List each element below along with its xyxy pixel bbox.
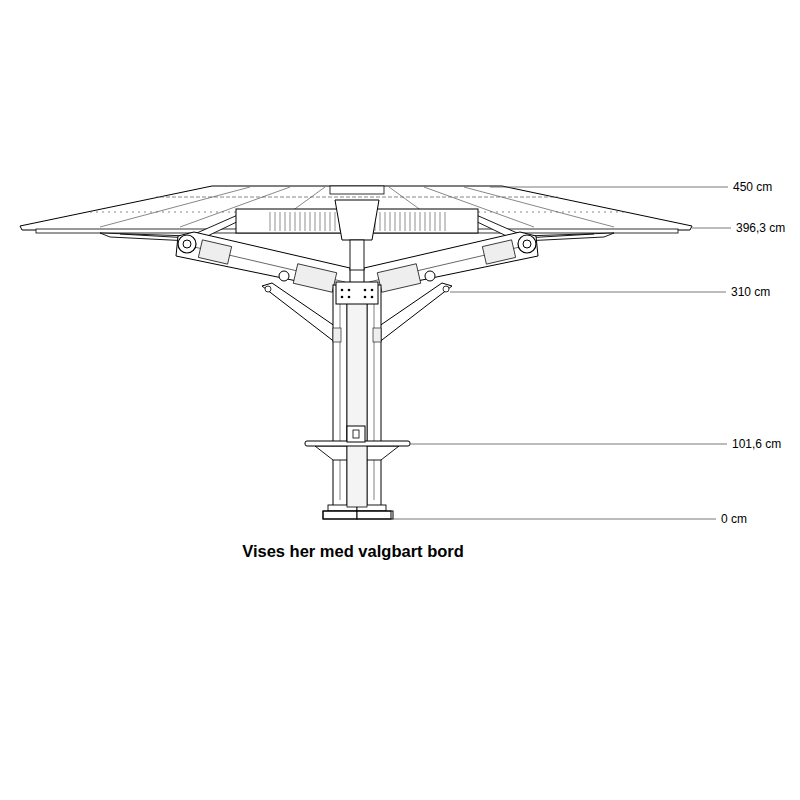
louver-slat <box>315 212 316 231</box>
louver-slat <box>405 212 406 231</box>
dimension-label: 0 cm <box>721 512 747 526</box>
leader-lines <box>490 187 728 188</box>
cap-bolts <box>364 296 367 299</box>
louver-slat <box>330 212 331 231</box>
louver-slat <box>400 212 401 231</box>
louver-slat <box>425 212 426 231</box>
louver-slat <box>290 212 291 231</box>
louver-slat <box>445 212 446 231</box>
cap-bolts <box>341 296 344 299</box>
louver-slat <box>430 212 431 231</box>
column-cap <box>336 282 378 304</box>
louver-slat <box>380 212 381 231</box>
cap-bolts <box>371 296 374 299</box>
cap-bolts <box>348 289 351 292</box>
louver-slat <box>410 212 411 231</box>
left-half <box>36 187 560 519</box>
louver-slat <box>305 212 306 231</box>
louver-slat <box>325 212 326 231</box>
dimension-label: 396,3 cm <box>736 221 785 235</box>
column-core <box>347 285 367 507</box>
louver-panel <box>330 186 384 194</box>
louver-slat <box>395 212 396 231</box>
dimension-label: 101,6 cm <box>732 437 781 451</box>
louver-slat <box>275 212 276 231</box>
leader-lines <box>410 444 727 445</box>
louver-panel <box>236 186 478 270</box>
cap-bolts <box>364 289 367 292</box>
louver-slat <box>385 212 386 231</box>
cap-bolts <box>371 289 374 292</box>
leader-lines <box>692 228 731 229</box>
louver-slat <box>440 212 441 231</box>
cap-bolts <box>341 289 374 299</box>
power-socket <box>347 426 365 442</box>
leader-lines <box>450 292 726 293</box>
leader-lines <box>393 187 731 519</box>
louver-slat <box>390 212 391 231</box>
louver-panel <box>335 200 379 240</box>
dimension-label: 450 cm <box>733 180 772 194</box>
louver-slat <box>295 212 296 231</box>
louver-slat <box>420 212 421 231</box>
louver-slat <box>285 212 286 231</box>
dimension-label: 310 cm <box>731 285 770 299</box>
leader-lines <box>393 519 716 520</box>
louver-slat <box>270 212 271 231</box>
louver-slat <box>280 212 281 231</box>
cap-bolts <box>348 296 351 299</box>
louver-slat <box>320 212 321 231</box>
louver-slat <box>415 212 416 231</box>
louver-slat <box>335 212 336 231</box>
louver-slat <box>435 212 436 231</box>
louver-panel <box>350 240 364 270</box>
base-outline <box>323 511 393 519</box>
caption: Vises her med valgbart bord <box>242 541 464 561</box>
right-half <box>154 187 678 519</box>
cap-bolts <box>341 289 344 292</box>
louver-slat <box>310 212 311 231</box>
socket-outlet <box>353 430 359 438</box>
louver-slat <box>300 212 301 231</box>
